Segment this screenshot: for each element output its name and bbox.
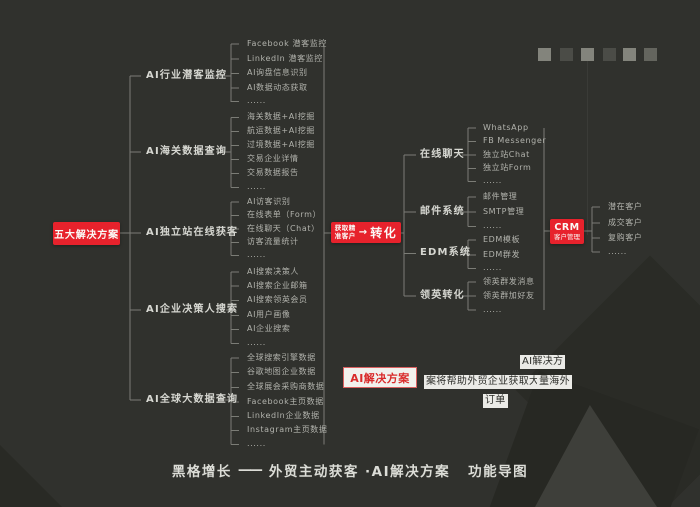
tree-leaf: Instagram主页数据: [247, 425, 328, 434]
crm-node: CRM 客户管理: [550, 219, 584, 244]
tree-leaf: 邮件管理: [483, 192, 518, 201]
highlighted-text: 案将帮助外贸企业获取大: [424, 375, 542, 389]
caption-dash: ——: [237, 462, 263, 478]
tree-leaf: ......: [483, 221, 502, 230]
right-arrow-icon: →: [358, 226, 368, 238]
caption-main: 外贸主动获客 ·AI解决方案: [268, 464, 451, 480]
highlighted-text: 量海外: [537, 375, 572, 389]
tree-leaf: EDM模板: [483, 235, 521, 244]
tree-leaf: ......: [247, 250, 266, 259]
tree-leaf: 全球搜索引擎数据: [247, 353, 316, 362]
tree-leaf: AI搜索领英会员: [247, 295, 308, 304]
tree-leaf: 在线聊天（Chat）: [247, 224, 320, 233]
tree-leaf: ......: [483, 305, 502, 314]
branch-label: 领英转化: [420, 290, 465, 301]
tree-leaf: SMTP管理: [483, 207, 525, 216]
crm-title: CRM: [554, 221, 580, 233]
branch-label: AI海关数据查询: [146, 146, 228, 157]
tree-leaf: AI企业搜索: [247, 324, 291, 333]
deco-square: [623, 48, 636, 61]
center-node-acquire-convert: 获取精 准客户 → 转化: [331, 222, 401, 243]
branch-label: AI全球大数据查询: [146, 394, 239, 405]
tree-leaf: ......: [608, 247, 627, 256]
deco-square: [581, 48, 594, 61]
highlighted-text: AI解决方: [520, 355, 566, 369]
tree-leaf: 领英群加好友: [483, 291, 535, 300]
highlighted-text: 订单: [483, 394, 508, 408]
tree-leaf: 交易企业详情: [247, 154, 299, 163]
tree-leaf: ......: [247, 96, 266, 105]
caption-brand: 黑格增长: [171, 464, 232, 480]
deco-square: [644, 48, 657, 61]
tree-leaf: ......: [247, 338, 266, 347]
deco-square: [538, 48, 551, 61]
tree-leaf: 海关数据+AI挖掘: [247, 112, 315, 121]
tree-leaf: Facebook主页数据: [247, 397, 324, 406]
tree-leaf: AI询盘信息识别: [247, 68, 308, 77]
tree-leaf: WhatsApp: [483, 123, 529, 132]
tree-leaf: LinkedIn 潜客监控: [247, 54, 323, 63]
tree-leaf: 全球展会采购商数据: [247, 382, 325, 391]
branch-label: AI企业决策人搜索: [146, 304, 239, 315]
branch-label: EDM系统: [420, 247, 472, 258]
tree-leaf: AI数据动态获取: [247, 83, 308, 92]
tree-leaf: ......: [247, 182, 266, 191]
tree-leaf: ......: [483, 176, 502, 185]
branch-label: 在线聊天: [420, 149, 465, 160]
tree-leaf: ......: [483, 263, 502, 272]
root-node-five-solutions: 五大解决方案: [53, 222, 120, 245]
branch-label: AI行业潜客监控: [146, 70, 228, 81]
tree-leaf: 航运数据+AI挖掘: [247, 126, 315, 135]
tree-leaf: AI访客识别: [247, 197, 291, 206]
tree-leaf: 访客流量统计: [247, 237, 299, 246]
tree-leaf: 复购客户: [608, 233, 643, 242]
footer-caption: 黑格增长 —— 外贸主动获客 ·AI解决方案 功能导图: [0, 460, 700, 480]
tree-leaf: 独立站Form: [483, 163, 532, 172]
tree-leaf: 独立站Chat: [483, 150, 530, 159]
center-big-label: 转化: [370, 226, 398, 240]
tree-leaf: EDM群发: [483, 250, 521, 259]
tree-leaf: 过境数据+AI挖掘: [247, 140, 315, 149]
branch-label: 邮件系统: [420, 206, 465, 217]
tree-leaf: AI搜索企业邮箱: [247, 281, 308, 290]
tree-leaf: FB Messenger: [483, 136, 547, 145]
deco-square: [603, 48, 616, 61]
center-small-line1: 获取精: [334, 224, 356, 232]
center-small-line2: 准客户: [334, 231, 356, 240]
tree-leaf: Facebook 潜客监控: [247, 39, 327, 48]
crm-subtitle: 客户管理: [554, 232, 580, 241]
tree-leaf: 谷歌地图企业数据: [247, 367, 316, 376]
center-small-text: 获取精 准客户: [334, 224, 356, 240]
deco-square: [560, 48, 573, 61]
tree-leaf: LinkedIn企业数据: [247, 411, 320, 420]
tree-leaf: ......: [247, 439, 266, 448]
tree-leaf: 在线表单（Form）: [247, 210, 322, 219]
caption-suffix: 功能导图: [468, 464, 529, 480]
tree-leaf: AI搜索决策人: [247, 267, 300, 276]
branch-label: AI独立站在线获客: [146, 227, 239, 238]
tree-leaf: 成交客户: [608, 218, 643, 227]
tree-leaf: 领英群发消息: [483, 277, 535, 286]
tree-leaf: AI用户画像: [247, 310, 291, 319]
ai-solution-badge: AI解决方案: [343, 367, 417, 388]
tree-leaf: 交易数据报告: [247, 168, 299, 177]
tree-leaf: 潜在客户: [608, 202, 643, 211]
